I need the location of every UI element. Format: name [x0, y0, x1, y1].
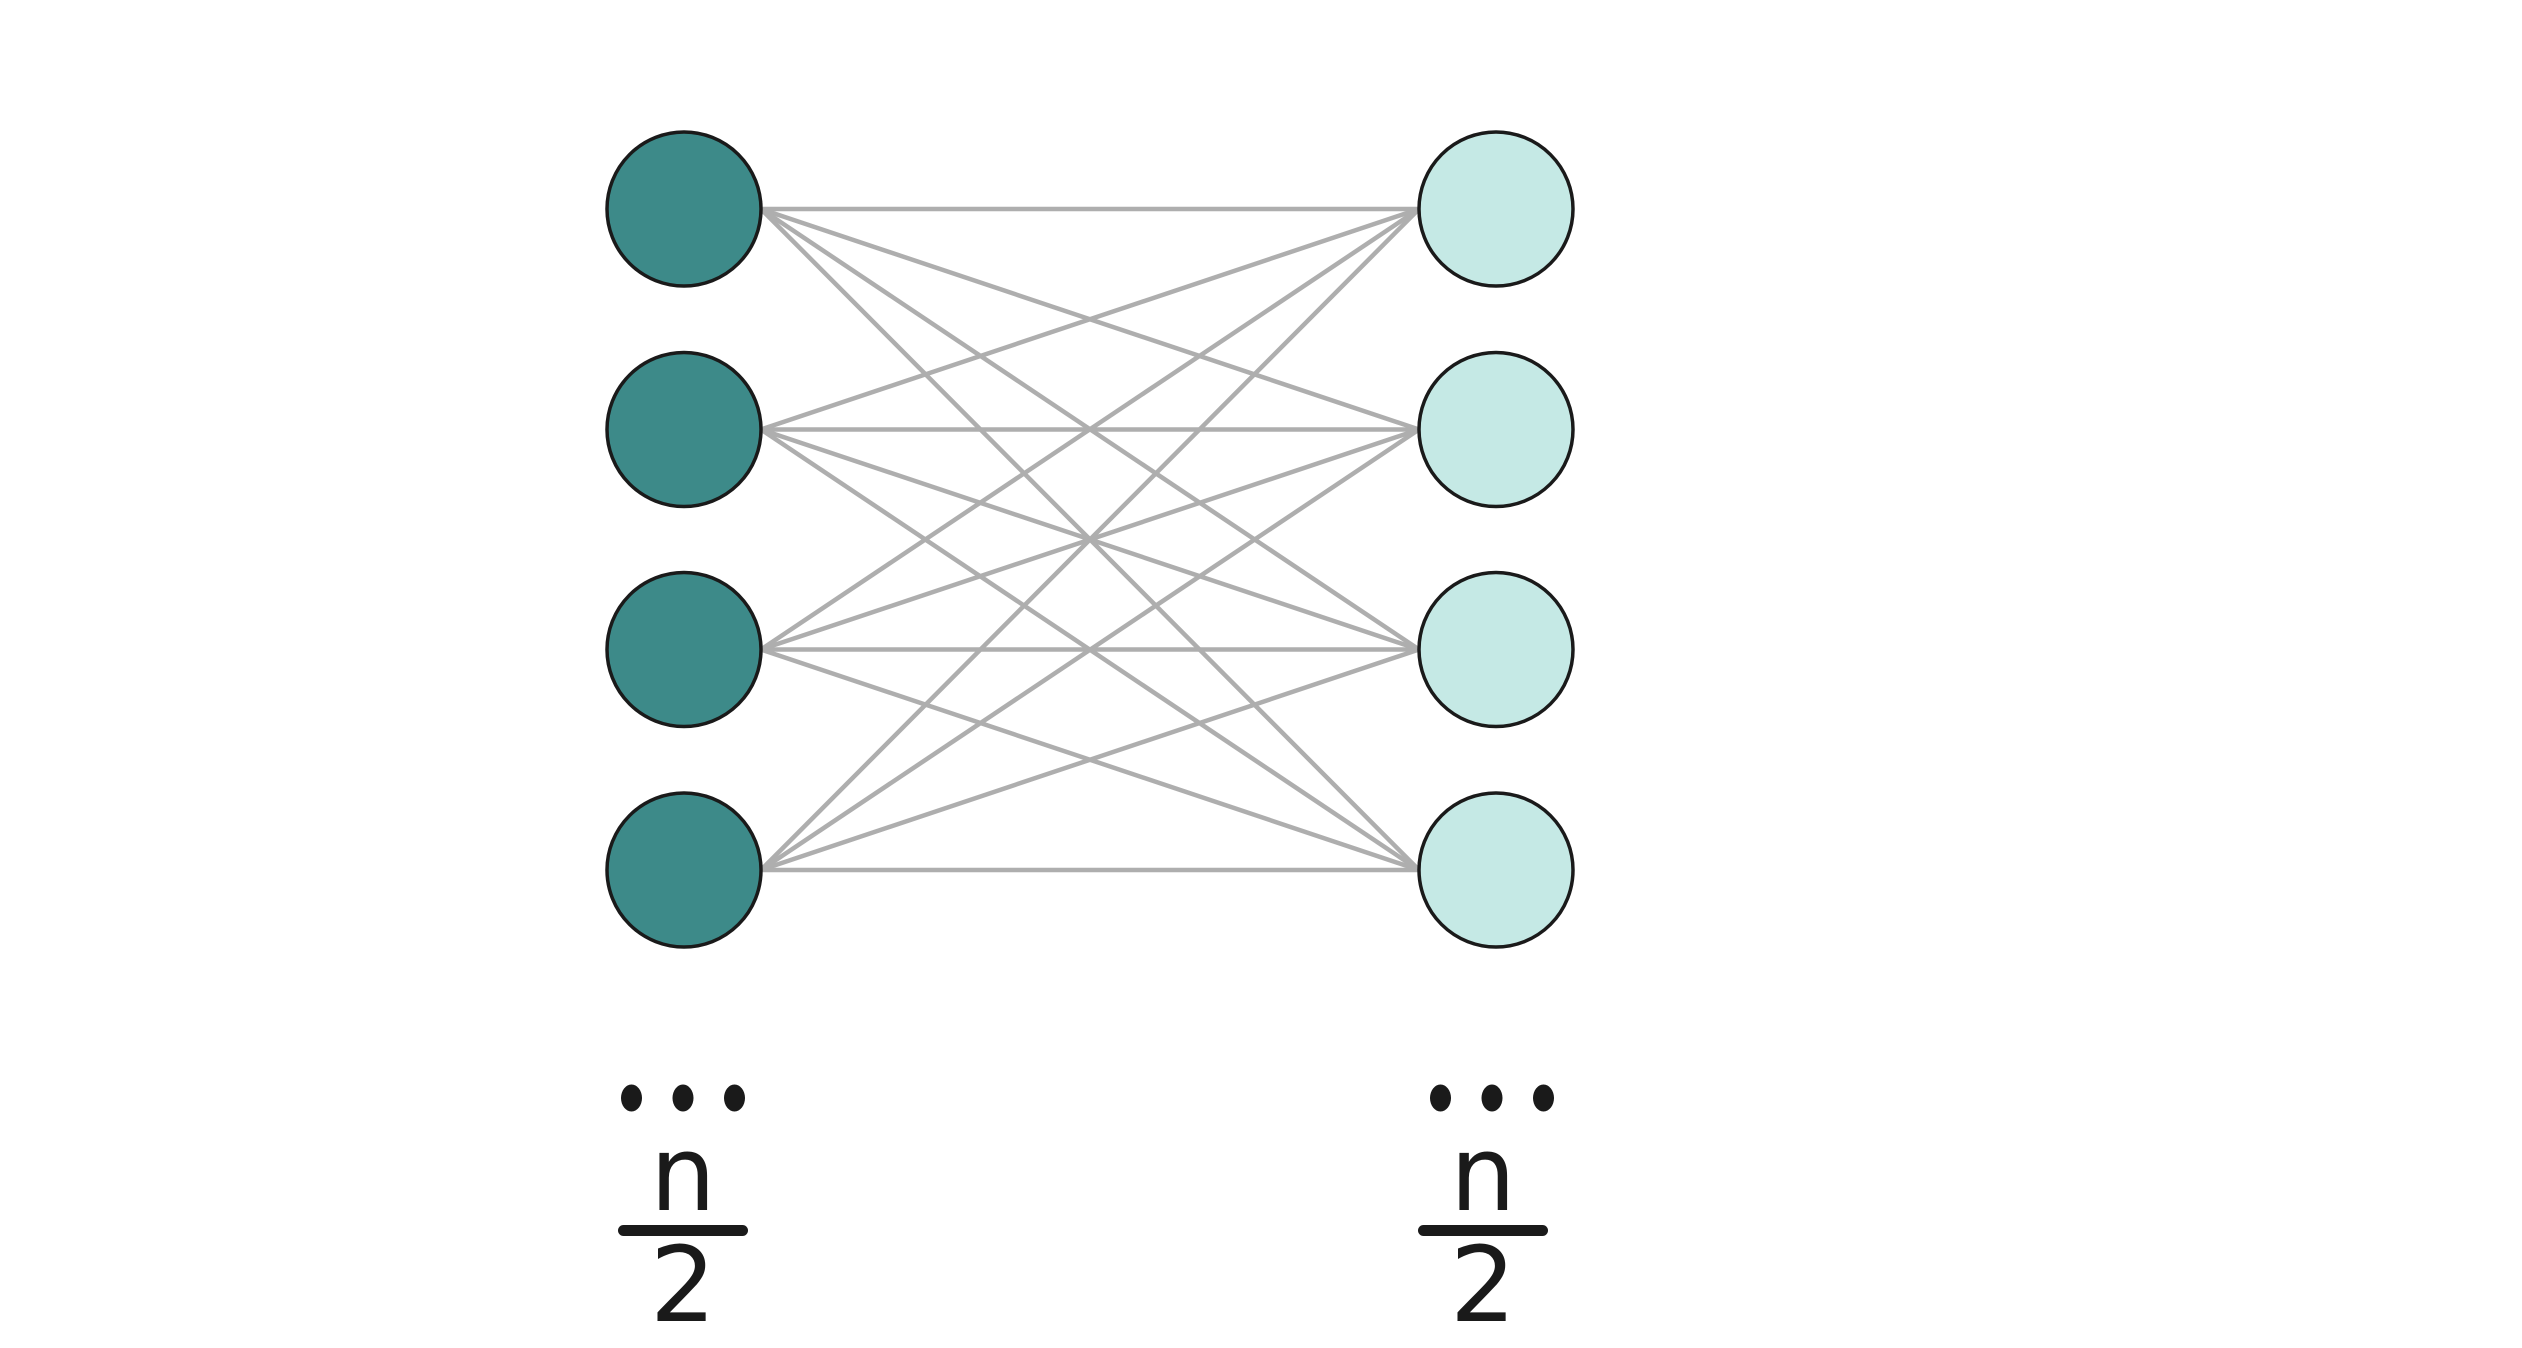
edge-line: [759, 427, 1421, 872]
right-fraction-denominator: 2: [1450, 1224, 1516, 1346]
right-fraction-numerator: n: [1450, 1113, 1516, 1235]
left-fraction-denominator: 2: [650, 1224, 716, 1346]
edges-layer: [759, 206, 1421, 873]
left-node: [605, 791, 763, 949]
right-ellipsis: [1430, 1084, 1554, 1112]
edge-line: [760, 206, 1420, 432]
left-ellipsis: [621, 1084, 745, 1112]
right-fraction-label: n 2: [1418, 1113, 1548, 1346]
right-nodes-layer: [1417, 130, 1575, 949]
right-node: [1417, 570, 1575, 729]
right-ellipsis-dot: [1430, 1084, 1451, 1112]
left-fraction-bar: [618, 1225, 748, 1236]
left-fraction-numerator: n: [650, 1113, 716, 1235]
right-node: [1417, 791, 1575, 949]
left-node: [605, 570, 763, 729]
right-node: [1417, 350, 1575, 509]
right-ellipsis-dot: [1481, 1084, 1503, 1112]
left-node: [605, 350, 763, 509]
left-nodes-layer: [605, 130, 763, 949]
right-fraction-bar: [1418, 1225, 1548, 1236]
left-node: [605, 130, 763, 288]
left-fraction-label: n 2: [618, 1113, 748, 1346]
edge-line: [759, 207, 1421, 652]
left-ellipsis-dot: [672, 1084, 694, 1112]
right-node: [1417, 130, 1575, 288]
edge-line: [759, 207, 1421, 872]
edge-line: [760, 647, 1420, 873]
left-ellipsis-dot: [621, 1084, 642, 1112]
left-ellipsis-dot: [724, 1084, 745, 1112]
right-ellipsis-dot: [1533, 1084, 1554, 1112]
